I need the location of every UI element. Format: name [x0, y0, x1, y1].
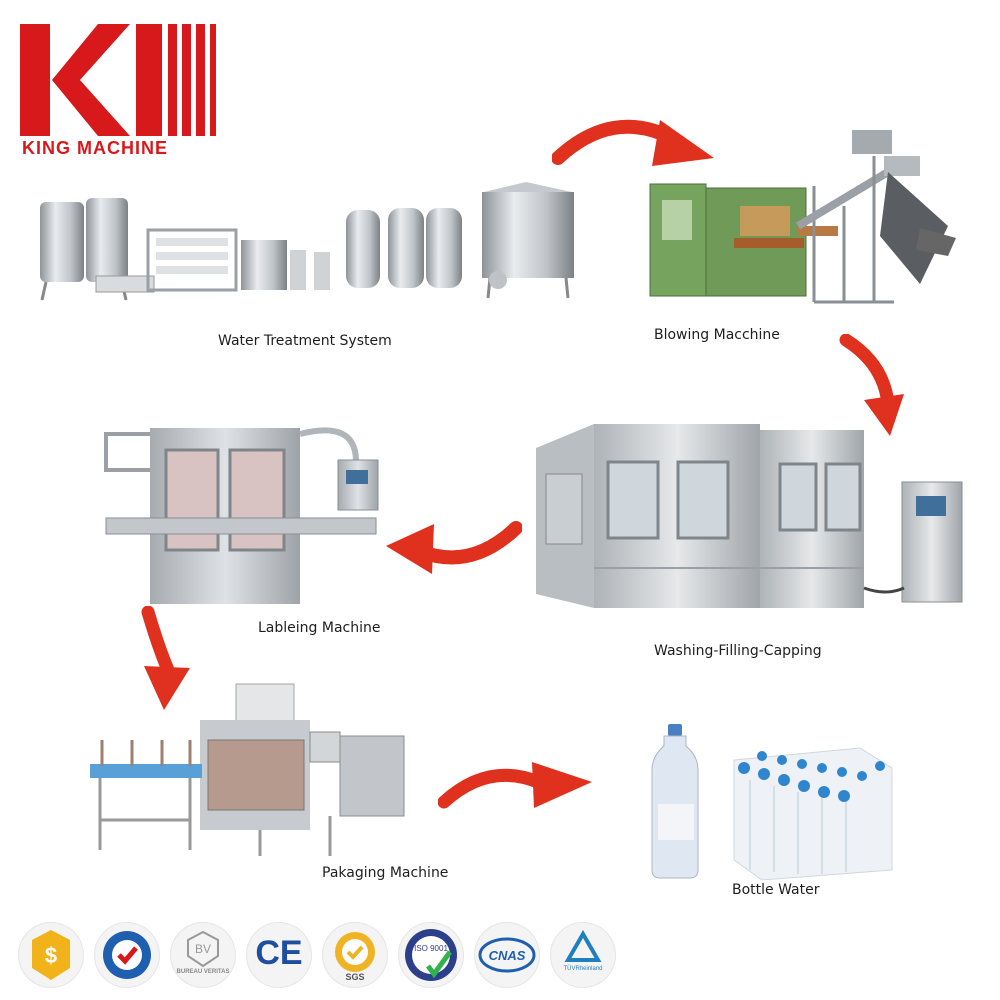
flow-arrow-2-icon	[839, 334, 904, 436]
flow-arrow-1-icon	[552, 119, 714, 166]
svg-text:$: $	[45, 943, 57, 968]
tuv-rheinland-text: TÜVRheinland	[563, 966, 603, 972]
flow-arrow-3-icon	[386, 521, 522, 574]
labeling-machine-image	[100, 420, 380, 608]
bureau-veritas-text: BUREAU VERITAS	[176, 969, 230, 975]
sgs-gold-icon: $	[18, 922, 84, 988]
logo-mark-icon	[20, 24, 216, 136]
flow-arrow-4-icon	[141, 606, 190, 710]
step-label-washing-filling-capping: Washing-Filling-Capping	[654, 643, 822, 659]
brand-logo: KING MACHINE	[18, 20, 218, 160]
svg-text:BV: BV	[195, 942, 211, 956]
packaging-machine-image	[80, 680, 410, 860]
step-label-packaging: Pakaging Machine	[322, 865, 449, 881]
sgs-text: SGS	[345, 972, 365, 982]
sgs-seal-icon: SGS	[322, 922, 388, 988]
iso-9001-text: ISO 9001	[414, 944, 448, 953]
iso-9001-icon: ISO 9001	[398, 922, 464, 988]
cnas-text: CNAS	[488, 948, 526, 963]
bottle-water-image	[650, 720, 900, 881]
blowing-machine-image	[648, 126, 958, 306]
certification-badges: $ BV BUREAU VERITAS CE SGS ISO 90	[18, 918, 618, 998]
logo-text: KING MACHINE	[22, 138, 168, 158]
bureau-veritas-icon: BV BUREAU VERITAS	[170, 922, 236, 988]
washing-filling-capping-machine-image	[526, 418, 966, 628]
tuv-rheinland-icon: TÜVRheinland	[550, 922, 616, 988]
water-treatment-system-image	[36, 180, 581, 305]
step-label-water-treatment: Water Treatment System	[218, 333, 392, 349]
step-label-blowing: Blowing Macchine	[654, 327, 780, 343]
flow-arrow-5-icon	[438, 762, 592, 809]
cnas-icon: CNAS	[474, 922, 540, 988]
ce-mark-icon: CE	[246, 922, 312, 988]
quality-check-icon	[94, 922, 160, 988]
step-label-bottle-water: Bottle Water	[732, 882, 820, 898]
step-label-labeling: Lableing Machine	[258, 620, 381, 636]
